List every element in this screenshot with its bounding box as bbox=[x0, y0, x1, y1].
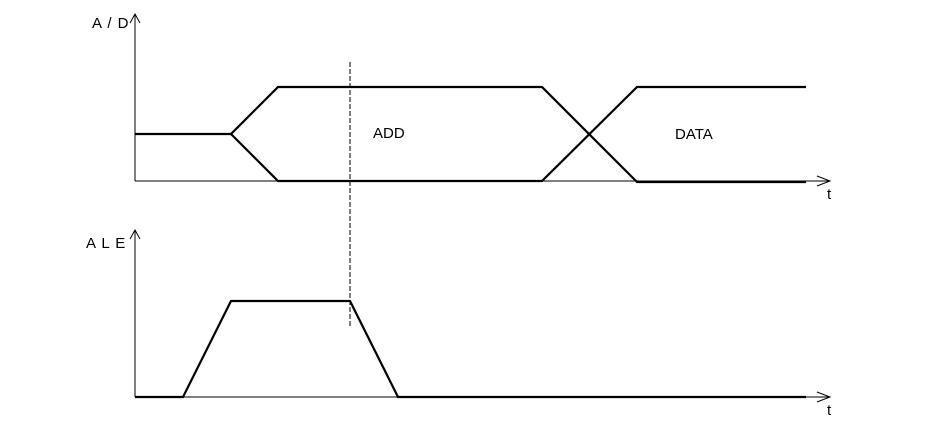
ale-time-label: t bbox=[827, 402, 832, 419]
ad-axis-title: A / D bbox=[92, 15, 130, 32]
ale-time-arrow-icon bbox=[816, 391, 832, 403]
ad-lower-trace bbox=[230, 85, 806, 183]
ad-time-label: t bbox=[827, 186, 832, 203]
ale-waveform bbox=[135, 299, 806, 399]
ale-vertical-arrow-icon bbox=[129, 228, 141, 240]
ad-upper-trace bbox=[230, 85, 806, 184]
ad-axes bbox=[129, 12, 832, 187]
ale-axis-title: A L E bbox=[86, 235, 126, 252]
ad-time-arrow-icon bbox=[816, 175, 832, 187]
address-phase-label: ADD bbox=[373, 125, 405, 142]
ale-axes bbox=[129, 228, 832, 403]
ad-vertical-arrow-icon bbox=[129, 12, 141, 24]
data-phase-label: DATA bbox=[675, 126, 713, 143]
ad-waveform bbox=[135, 85, 806, 184]
